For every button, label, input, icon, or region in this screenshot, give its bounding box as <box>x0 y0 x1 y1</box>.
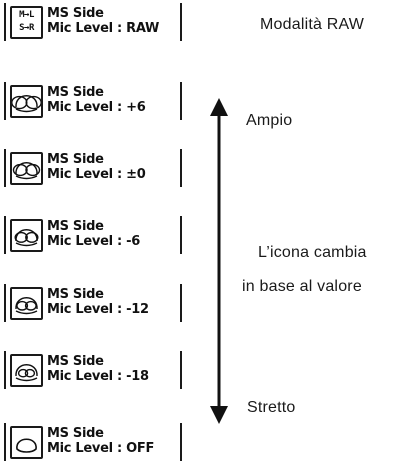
icon-changes-note-line1: L’icona cambia <box>258 244 367 261</box>
raw-icon-bottom-text: S→R <box>19 23 34 33</box>
lcd-right-border <box>180 423 182 461</box>
stereo-width-icon <box>10 152 43 185</box>
stereo-width-icon <box>10 354 43 387</box>
mode-label: MS Side <box>47 152 104 167</box>
mic-level-row-raw: M→L S→R MS Side Mic Level : RAW <box>4 3 186 43</box>
mode-label: MS Side <box>47 6 104 21</box>
stereo-pattern-graphic <box>12 95 41 113</box>
mic-level-row-minus18: MS Side Mic Level : -18 <box>4 351 186 391</box>
stereo-width-icon <box>10 219 43 252</box>
mic-level-value: ±0 <box>126 167 146 182</box>
stereo-width-icon <box>10 287 43 320</box>
lcd-left-border <box>4 82 6 120</box>
mic-level-label: Mic Level <box>47 167 113 182</box>
lcd-left-border <box>4 351 6 389</box>
mic-level-value: OFF <box>126 441 155 456</box>
mic-level-row-minus12: MS Side Mic Level : -12 <box>4 284 186 324</box>
left-lobe <box>14 231 28 243</box>
mic-level-value: RAW <box>126 21 160 36</box>
lcd-left-border <box>4 284 6 322</box>
mic-level-value: +6 <box>126 100 146 115</box>
stereo-pattern-graphic <box>16 438 37 453</box>
lcd-right-border <box>180 351 182 389</box>
pattern-base-arc <box>15 310 38 315</box>
mode-label: MS Side <box>47 85 104 100</box>
mic-level-label: Mic Level <box>47 441 113 456</box>
lcd-right-border <box>180 149 182 187</box>
mic-level-row-off: MS Side Mic Level : OFF <box>4 423 186 463</box>
mic-level-value: -18 <box>126 369 149 384</box>
pattern-base-arc <box>15 175 38 180</box>
mic-level-label: Mic Level <box>47 21 113 36</box>
mode-label: MS Side <box>47 219 104 234</box>
mode-label: MS Side <box>47 426 104 441</box>
raw-icon-top-text: M→L <box>19 10 34 20</box>
stereo-pattern-graphic <box>15 297 38 315</box>
pattern-hood <box>15 162 38 175</box>
pattern-base-arc <box>15 108 38 113</box>
pattern-base-arc <box>15 377 38 382</box>
lcd-right-border <box>180 3 182 41</box>
mic-level-row-plus6: MS Side Mic Level : +6 <box>4 82 186 122</box>
lcd-left-border <box>4 3 6 41</box>
mode-label: MS Side <box>47 354 104 369</box>
mic-level-row-zero: MS Side Mic Level : ±0 <box>4 149 186 189</box>
mic-level-value: -12 <box>126 302 149 317</box>
stereo-width-icon <box>10 85 43 118</box>
right-lobe <box>25 163 41 177</box>
pattern-hood <box>15 229 38 242</box>
mic-level-label: Mic Level <box>47 302 113 317</box>
double-arrow-icon <box>208 98 230 424</box>
lcd-right-border <box>180 216 182 254</box>
lcd-left-border <box>4 216 6 254</box>
pattern-base-arc <box>15 242 38 247</box>
mode-label: MS Side <box>47 287 104 302</box>
mic-level-label: Mic Level <box>47 234 113 249</box>
mic-level-label: Mic Level <box>47 369 113 384</box>
stereo-pattern-graphic <box>15 364 38 382</box>
left-lobe <box>16 300 29 311</box>
right-lobe <box>24 368 36 378</box>
raw-matrix-icon: M→L S→R <box>10 6 43 39</box>
icon-changes-note-line2: in base al valore <box>242 278 362 295</box>
right-lobe <box>25 231 39 243</box>
left-lobe <box>12 163 28 177</box>
raw-mode-note: Modalità RAW <box>260 16 365 33</box>
lcd-right-border <box>180 284 182 322</box>
stereo-pattern-graphic <box>12 162 41 180</box>
pattern-hood <box>15 364 38 377</box>
stereo-pattern-graphic <box>14 229 39 247</box>
narrow-note: Stretto <box>247 399 296 416</box>
wide-note: Ampio <box>246 112 293 129</box>
stereo-width-icon <box>10 426 43 459</box>
lcd-left-border <box>4 423 6 461</box>
lcd-right-border <box>180 82 182 120</box>
right-lobe <box>24 300 37 311</box>
right-lobe <box>25 95 41 110</box>
lcd-left-border <box>4 149 6 187</box>
left-lobe <box>17 368 29 378</box>
pattern-loop <box>16 438 37 453</box>
mic-level-row-minus6: MS Side Mic Level : -6 <box>4 216 186 256</box>
mic-level-value: -6 <box>126 234 140 249</box>
pattern-hood <box>15 95 38 108</box>
mic-level-label: Mic Level <box>47 100 113 115</box>
